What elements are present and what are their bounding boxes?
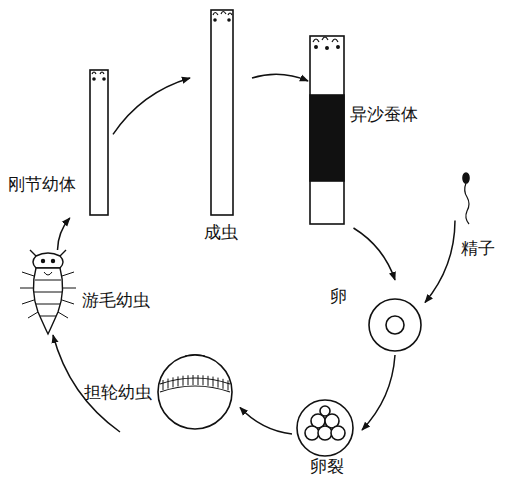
stage-label: 成虫: [204, 222, 238, 242]
cleavage-outline: [297, 400, 353, 456]
nectochaete-larva: [20, 250, 76, 334]
stage-label: 担轮幼虫: [84, 382, 152, 402]
stage-label: 卵: [330, 286, 347, 306]
juvenile-stage: 刚节幼体: [5, 66, 113, 218]
epitoke-stage: 异沙蚕体: [308, 32, 438, 228]
epitoke-tube: [310, 36, 344, 224]
sperm-stage: 精子: [455, 170, 503, 262]
stage-label: 卵裂: [310, 456, 344, 476]
cycle-arrow: [240, 407, 292, 434]
cycle-arrow: [362, 355, 395, 430]
cycle-arrow: [113, 78, 190, 134]
cycle-arrow: [58, 218, 70, 250]
stage-label: 游毛幼虫: [82, 290, 150, 310]
egg-nucleus: [386, 316, 404, 334]
stage-label: 刚节幼体: [8, 174, 76, 194]
stage-label: 精子: [461, 238, 495, 258]
egg-stage: 卵: [325, 280, 425, 355]
stage-label: 异沙蚕体: [350, 104, 418, 124]
egg-outline: [369, 299, 421, 351]
epitoke-band: [310, 95, 344, 181]
sperm-head: [463, 173, 469, 183]
cycle-arrow: [354, 228, 396, 280]
cycle-arrow: [252, 74, 308, 81]
trochophore-outline: [158, 355, 232, 429]
adult-stage: 成虫: [190, 6, 252, 246]
nectochaete-stage: 游毛幼虫: [20, 250, 170, 335]
sperm-tail: [465, 183, 469, 224]
adult-tube: [211, 10, 233, 215]
cycle-arrow: [425, 221, 455, 303]
trochophore-stage: 担轮幼虫: [80, 350, 240, 432]
cleavage-stage: 卵裂: [292, 398, 362, 478]
juvenile-tube: [90, 70, 108, 215]
cilia-strokes: [163, 375, 228, 390]
